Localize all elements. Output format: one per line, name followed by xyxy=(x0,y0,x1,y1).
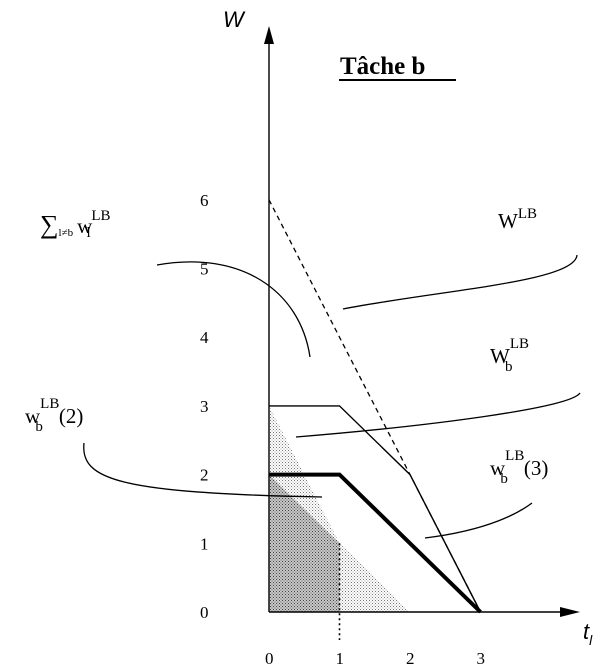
y-tick-labels: 0 1 2 3 4 5 6 xyxy=(200,191,209,622)
x-axis-arrow-icon xyxy=(560,607,580,617)
x-tick-label: 3 xyxy=(477,649,486,668)
leader-wb-lb xyxy=(295,392,581,438)
y-tick-label: 3 xyxy=(200,397,209,416)
y-tick-label: 6 xyxy=(200,191,209,210)
x-tick-label: 1 xyxy=(336,649,345,668)
y-axis-label: W xyxy=(223,7,246,32)
x-tick-label: 0 xyxy=(265,649,274,668)
annotation-w-lb: WLB xyxy=(498,206,537,233)
y-tick-label: 0 xyxy=(200,603,209,622)
y-tick-label: 5 xyxy=(200,260,209,279)
leader-wb3 xyxy=(424,502,533,539)
y-axis-arrow-icon xyxy=(264,26,274,44)
w-b-lb-3-line xyxy=(269,472,482,614)
x-tick-labels: 0 1 2 3 xyxy=(265,649,485,668)
y-tick-label: 1 xyxy=(200,534,209,553)
x-tick-label: 2 xyxy=(406,649,415,668)
leader-w-lb xyxy=(342,254,578,310)
leader-wb2 xyxy=(83,442,323,498)
w-b-lb-2-region xyxy=(269,474,340,612)
y-tick-label: 2 xyxy=(200,466,209,485)
sum-l-ne-b-line xyxy=(269,405,482,613)
x-axis-label: tl xyxy=(583,619,593,648)
y-tick-label: 4 xyxy=(200,328,209,347)
chart-title: Tâche b xyxy=(340,53,425,80)
leader-sum xyxy=(156,261,311,358)
